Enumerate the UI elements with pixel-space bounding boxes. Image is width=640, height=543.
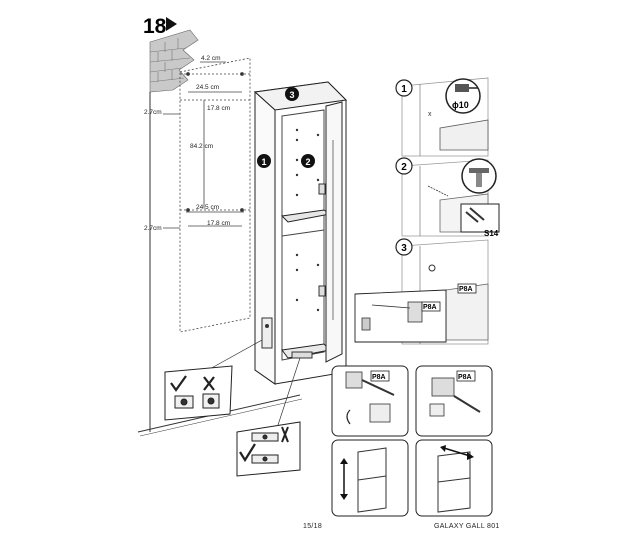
dim-top-inner: 17.8 cm [207,105,230,112]
dim-mid-inner: 17.8 cm [207,220,230,227]
dim-left-top: 2.7cm [144,109,162,116]
cabinet-callouts: 3 1 2 [257,87,315,168]
wall-template [163,57,251,333]
rotate-arrow-icon [346,409,351,425]
step-1-number: 1 [401,84,407,95]
drill-bit-icon [455,84,469,92]
bottom-check-inset [236,421,301,477]
product-name: GALAXY GALL 801 [434,523,500,530]
brick-wall [149,29,199,93]
adjust-panel-vertical [331,439,409,517]
step-number: 18 [143,15,167,38]
hinge-panel-left: P8A [331,365,409,437]
step-2-label: S14 [484,229,499,238]
adjust-panel-horizontal [415,439,493,517]
step-2-number: 2 [401,162,407,173]
callout-door: 2 [305,157,310,167]
cross-icon [203,376,215,391]
dowel-icon [469,168,489,173]
check-icon [239,443,256,463]
cabinet [253,81,348,385]
dim-height: 84.2 cm [190,143,213,150]
bracket-check-inset [164,365,233,421]
hinge-panel-right: P8A [415,365,493,437]
step-2-panel: 2 S14 [395,157,500,238]
callout-side: 1 [261,157,266,167]
hinge-icon [407,301,423,323]
dim-top-span: 24.5 cm [196,84,219,91]
page-number: 15/18 [303,523,323,530]
step-3-panel: 3 P8A P8A [354,238,489,345]
step-1-label: ϕ10 [452,100,469,110]
cross-icon [281,426,289,443]
dimension-labels: 4.2 cm 24.5 cm 17.8 cm 2.7cm 84.2 cm 24.… [144,55,230,232]
step-header: 18 [143,15,177,38]
dim-top-width: 4.2 cm [201,55,221,62]
hinge-left-label: P8A [372,374,386,381]
callout-top: 3 [289,90,294,100]
step-1-panel: x 1 ϕ10 [395,77,489,157]
svg-text:x: x [428,111,432,118]
step-3-detail-label: P8A [423,304,437,311]
dim-mid-span: 24.5 cm [196,204,219,211]
check-icon [170,375,187,392]
step-3-number: 3 [401,243,407,254]
step-3-label: P8A [459,286,473,293]
dim-left-mid: 2.7cm [144,225,162,232]
step-arrow-icon [166,17,177,31]
hinge-right-label: P8A [458,374,472,381]
horizontal-arrow-icon [443,447,471,457]
